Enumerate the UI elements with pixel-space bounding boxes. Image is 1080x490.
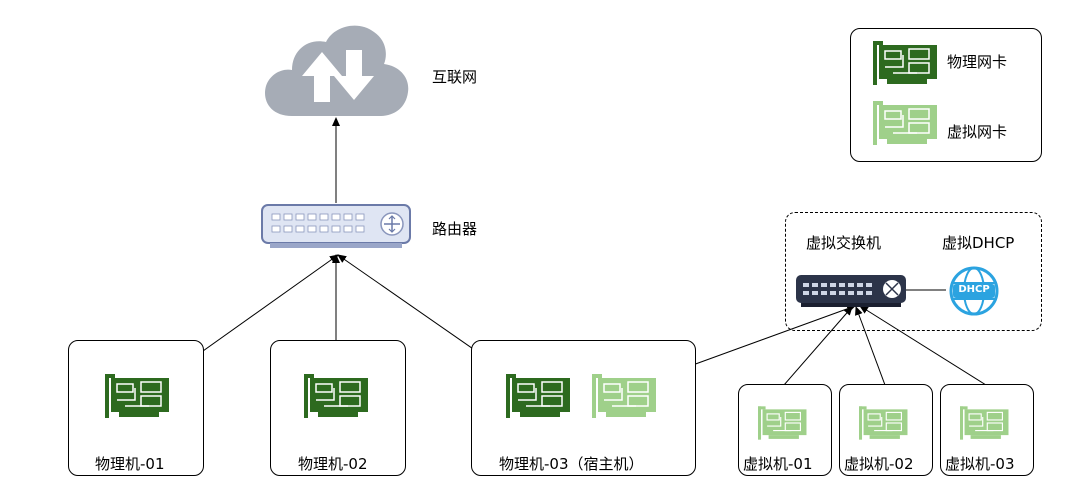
host-pm03-label: 物理机-03（宿主机） [499, 455, 644, 473]
legend-physical-label: 物理网卡 [947, 53, 1008, 71]
internet-label: 互联网 [432, 68, 478, 86]
legend: 物理网卡 虚拟网卡 [850, 28, 1042, 162]
physical-nic-icon [304, 374, 368, 418]
host-vm01-label: 虚拟机-01 [743, 455, 813, 473]
virtual-nic-icon [859, 406, 908, 440]
router-icon [261, 204, 411, 248]
physical-nic-icon [105, 374, 169, 418]
host-pm02-label: 物理机-02 [298, 455, 368, 473]
virtual-network-group [785, 212, 1042, 331]
host-vm02-label: 虚拟机-02 [844, 455, 914, 473]
physical-nic-icon [506, 374, 570, 418]
dhcp-globe-icon [949, 266, 999, 316]
legend-virtual-label: 虚拟网卡 [947, 123, 1008, 141]
link-vm02-vswitch [855, 306, 886, 386]
link-vm01-vswitch [783, 306, 853, 386]
virtual-dhcp-label: 虚拟DHCP [942, 234, 1015, 252]
physical-nic-icon [873, 41, 937, 85]
virtual-nic-icon [592, 374, 656, 418]
virtual-nic-icon [960, 406, 1009, 440]
virtual-nic-icon [873, 101, 937, 145]
router-label: 路由器 [432, 220, 478, 238]
dhcp-icon-text: DHCP [958, 284, 990, 295]
host-vm03-label: 虚拟机-03 [945, 455, 1015, 473]
host-vm02 [839, 384, 933, 476]
link-vm03-vswitch [859, 305, 987, 386]
virtual-switch-icon [796, 275, 906, 307]
virtual-switch-label: 虚拟交换机 [806, 234, 882, 252]
virtual-nic-icon [758, 406, 807, 440]
cloud-icon [265, 25, 409, 117]
host-pm01-label: 物理机-01 [95, 455, 165, 473]
